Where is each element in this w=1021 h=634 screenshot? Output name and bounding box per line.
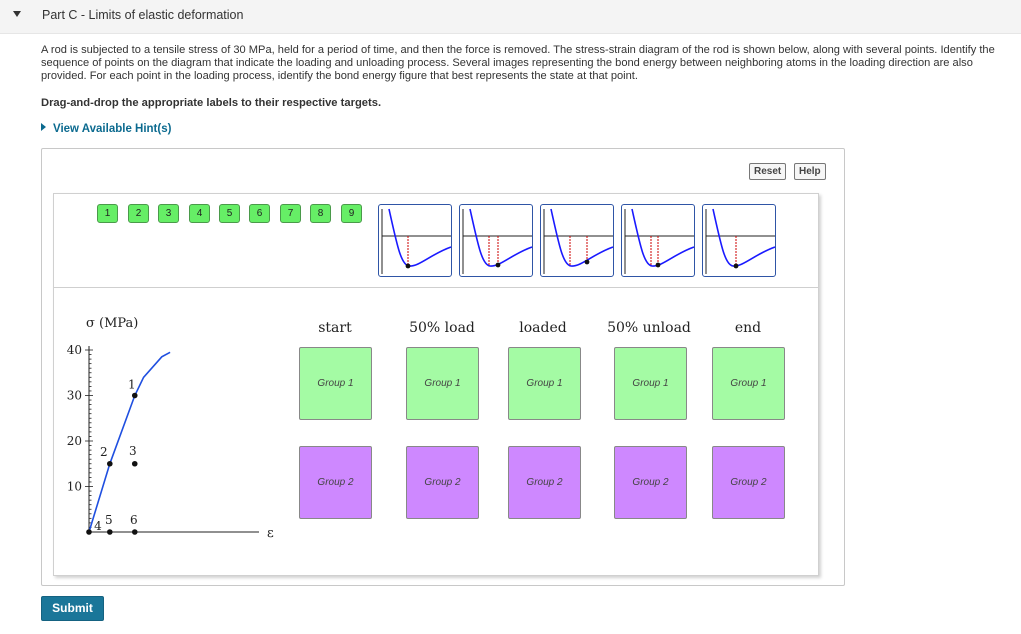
- drop-target-end-group-2[interactable]: Group 2: [712, 446, 785, 519]
- chart-point-6: [131, 529, 138, 535]
- chart-point-label-5: 5: [105, 513, 113, 527]
- stress-strain-curve: [88, 351, 171, 533]
- draggable-label-9[interactable]: 9: [341, 204, 362, 223]
- instruction-text: Drag-and-drop the appropriate labels to …: [41, 97, 382, 109]
- view-hints-label: View Available Hint(s): [53, 123, 172, 135]
- bond-energy-figure-1[interactable]: [378, 204, 452, 277]
- bond-energy-curve-icon: [381, 208, 451, 274]
- view-hints-link[interactable]: View Available Hint(s): [41, 123, 171, 135]
- chart-point-2: [107, 460, 113, 467]
- drop-target-50-unload-group-1[interactable]: Group 1: [614, 347, 687, 420]
- draggable-label-3[interactable]: 3: [158, 204, 179, 223]
- label-bank-divider: [54, 287, 818, 288]
- part-title: Part C - Limits of elastic deformation: [42, 8, 244, 22]
- submit-button[interactable]: Submit: [41, 596, 104, 621]
- chart-point-label-4: 4: [94, 519, 102, 533]
- bond-energy-curve-icon: [705, 208, 775, 274]
- draggable-label-7[interactable]: 7: [280, 204, 301, 223]
- part-header[interactable]: Part C - Limits of elastic deformation: [0, 0, 1021, 34]
- chart-point-3: [131, 460, 138, 467]
- column-header-start: start: [318, 320, 352, 336]
- collapse-caret-icon[interactable]: [13, 11, 21, 17]
- chart-ticks: 10 20 30 40: [67, 343, 93, 528]
- y-tick-label: 20: [67, 434, 82, 448]
- bond-energy-curve-icon: [543, 208, 613, 274]
- drop-target-50-load-group-2[interactable]: Group 2: [406, 446, 479, 519]
- y-tick-label: 10: [67, 480, 82, 494]
- reset-button[interactable]: Reset: [749, 163, 787, 180]
- chart-point-label-1: 1: [128, 378, 136, 392]
- chart-point-label-6: 6: [130, 513, 138, 527]
- draggable-label-1[interactable]: 1: [97, 204, 118, 223]
- chart-point-5: [107, 529, 113, 535]
- chart-axes: [88, 346, 259, 533]
- bond-energy-figure-5[interactable]: [702, 204, 776, 277]
- y-axis-label: σ (MPa): [86, 316, 138, 331]
- draggable-label-5[interactable]: 5: [219, 204, 240, 223]
- y-tick-label: 40: [67, 343, 82, 357]
- chart-point-4: [86, 529, 92, 535]
- drop-target-loaded-group-1[interactable]: Group 1: [508, 347, 581, 420]
- y-tick-label: 30: [67, 389, 82, 403]
- caret-right-icon: [41, 123, 46, 131]
- bond-energy-figure-2[interactable]: [459, 204, 533, 277]
- draggable-label-6[interactable]: 6: [249, 204, 270, 223]
- drop-target-start-group-2[interactable]: Group 2: [299, 446, 372, 519]
- chart-point-label-3: 3: [129, 444, 137, 458]
- draggable-label-8[interactable]: 8: [310, 204, 331, 223]
- bond-energy-figure-4[interactable]: [621, 204, 695, 277]
- draggable-label-2[interactable]: 2: [128, 204, 149, 223]
- problem-statement: A rod is subjected to a tensile stress o…: [41, 44, 995, 82]
- bond-energy-curve-icon: [624, 208, 694, 274]
- drop-target-loaded-group-2[interactable]: Group 2: [508, 446, 581, 519]
- drop-target-50-load-group-1[interactable]: Group 1: [406, 347, 479, 420]
- help-button[interactable]: Help: [794, 163, 826, 180]
- column-header-50-unload: 50% unload: [607, 320, 691, 336]
- drag-drop-workspace: Reset Help 1 2 3 4 5 6 7 8 9: [41, 148, 845, 586]
- bond-energy-curve-icon: [462, 208, 532, 274]
- column-header-loaded: loaded: [519, 320, 567, 336]
- x-axis-label: ε: [267, 526, 274, 541]
- bond-energy-figure-3[interactable]: [540, 204, 614, 277]
- drop-target-50-unload-group-2[interactable]: Group 2: [614, 446, 687, 519]
- draggable-label-4[interactable]: 4: [189, 204, 210, 223]
- drop-target-start-group-1[interactable]: Group 1: [299, 347, 372, 420]
- drop-target-end-group-1[interactable]: Group 1: [712, 347, 785, 420]
- chart-point-1: [131, 392, 138, 399]
- column-header-end: end: [734, 320, 762, 336]
- column-header-50-load: 50% load: [409, 320, 475, 336]
- drag-drop-canvas: 1 2 3 4 5 6 7 8 9: [53, 193, 819, 576]
- chart-point-label-2: 2: [100, 445, 108, 459]
